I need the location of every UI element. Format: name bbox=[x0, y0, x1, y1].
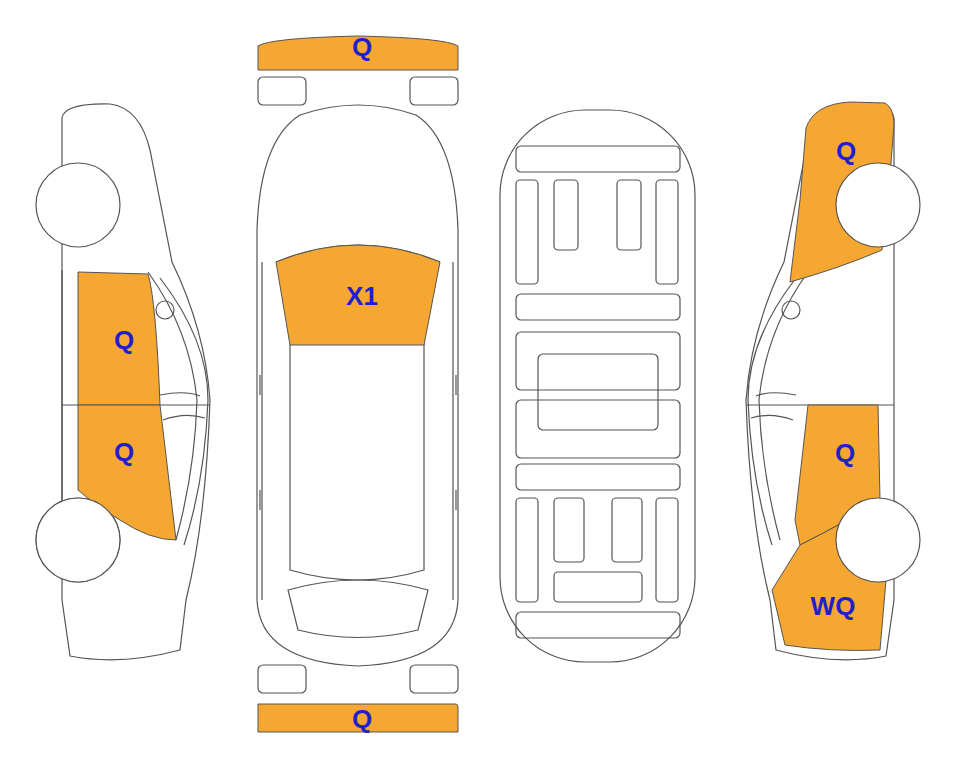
right-front-fender: Q bbox=[786, 100, 896, 286]
underside-view bbox=[500, 110, 695, 662]
damage-code: Q bbox=[114, 327, 134, 353]
top-view bbox=[257, 77, 458, 693]
left-side-view bbox=[36, 104, 210, 660]
damage-area-shape bbox=[76, 403, 178, 545]
left-rear-door: Q bbox=[76, 403, 178, 545]
left-front-door: Q bbox=[76, 268, 166, 408]
damage-fill bbox=[258, 704, 458, 732]
damage-code: Q bbox=[352, 34, 372, 60]
wheel bbox=[836, 498, 920, 582]
damage-area-shape bbox=[770, 496, 890, 654]
right-rear-quarter: WQ bbox=[770, 496, 890, 654]
wheel bbox=[836, 163, 920, 247]
damage-code: Q bbox=[836, 138, 856, 164]
windshield: X1 bbox=[273, 240, 443, 348]
damage-area-shape bbox=[786, 100, 896, 286]
damage-code: Q bbox=[114, 439, 134, 465]
rear-bumper: Q bbox=[255, 702, 459, 734]
damage-fill bbox=[276, 245, 440, 345]
front-bumper: Q bbox=[255, 34, 461, 72]
wheel bbox=[36, 498, 120, 582]
damage-code: X1 bbox=[346, 283, 378, 309]
damage-code: Q bbox=[352, 706, 372, 732]
damage-code: Q bbox=[835, 440, 855, 466]
damage-fill bbox=[78, 272, 160, 405]
damage-code: WQ bbox=[811, 593, 856, 619]
